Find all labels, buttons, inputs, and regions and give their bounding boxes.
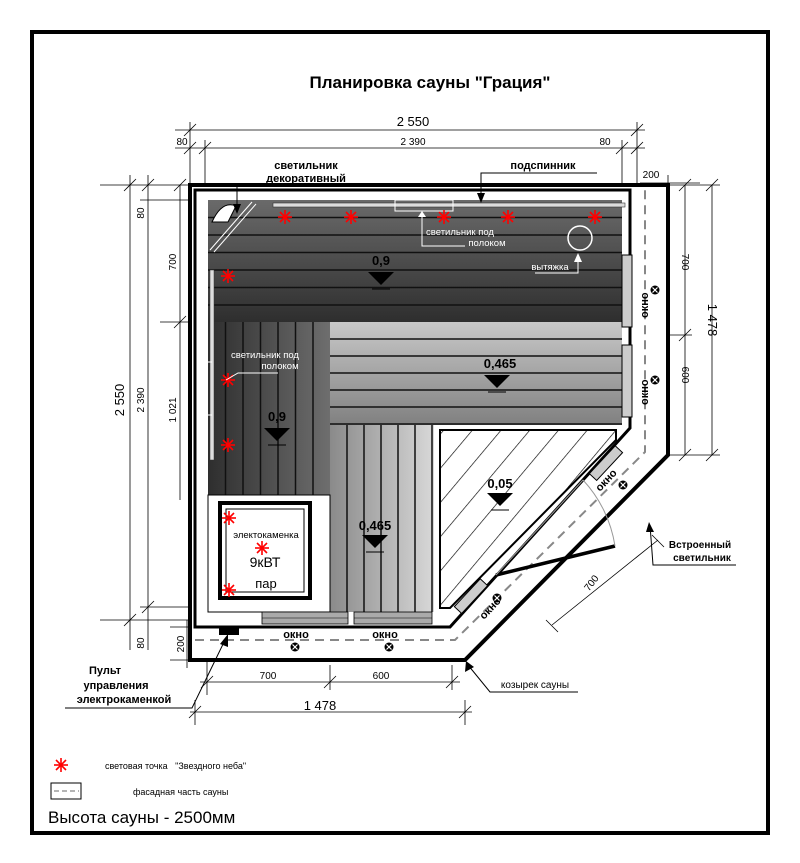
- exhaust-icon: [567, 225, 593, 251]
- dim-bottom-window-2: 600: [373, 671, 390, 682]
- left-dimensions: 2 550 2 390 80 80 700 1 021: [100, 175, 208, 650]
- label-builtin-lamp-1: Встроенный: [669, 540, 731, 551]
- label-builtin-lamp-2: светильник: [673, 553, 732, 564]
- dim-bottom-total: 1 478: [304, 698, 337, 713]
- door-swing-arc: [582, 479, 616, 547]
- window-right-1: [621, 254, 633, 328]
- bottom-dimensions: 200 700 600 1 478: [170, 620, 472, 725]
- level-middle: 0,465: [484, 356, 517, 371]
- window-diag-2: [453, 578, 489, 615]
- facade-dashed-line: [195, 190, 646, 641]
- label-window-right-2: окно: [639, 379, 651, 405]
- label-control-1: Пульт: [89, 665, 122, 677]
- window-marker-icon: [617, 479, 629, 491]
- dim-left-lower-bench: 1 021: [168, 397, 179, 422]
- label-control-3: электрокаменкой: [77, 694, 171, 706]
- window-marker-icon: [491, 592, 503, 604]
- dim-right-total: 1 478: [705, 304, 720, 337]
- level-floor: 0,05: [487, 476, 512, 491]
- window-marker-icon: [649, 284, 661, 296]
- control-panel: [219, 626, 239, 635]
- dim-left-top-offset: 80: [136, 207, 147, 219]
- top-bench: [208, 200, 622, 322]
- label-window-bottom-1: окно: [283, 629, 309, 641]
- dim-left-inner: 2 390: [136, 387, 147, 412]
- dim-door-width: 700: [583, 573, 602, 593]
- label-backrest: подспинник: [510, 160, 576, 172]
- dim-left-total: 2 550: [112, 384, 127, 417]
- level-lower: 0,465: [359, 518, 392, 533]
- label-heater: электокаменка: [233, 530, 299, 541]
- label-heater-power: 9кВТ: [250, 554, 281, 570]
- top-dimensions: 2 550 80 2 390 80: [175, 114, 645, 185]
- window-marker-icon: [383, 641, 395, 653]
- door-leaf: [495, 544, 616, 577]
- label-window-bottom-2: окно: [372, 629, 398, 641]
- dim-left-bottom-offset: 80: [136, 637, 147, 649]
- dim-left-upper-bench: 700: [168, 253, 179, 270]
- left-bench: [208, 322, 330, 495]
- sauna-height-note: Высота сауны - 2500мм: [48, 808, 235, 827]
- dim-top-left-offset: 80: [176, 137, 188, 148]
- dim-top-total: 2 550: [397, 114, 430, 129]
- dim-bottom-facade: 200: [176, 635, 187, 652]
- drawing-frame: [30, 30, 770, 835]
- dim-top-right-offset: 80: [599, 137, 611, 148]
- legend-facade-text: фасадная часть сауны: [133, 787, 228, 797]
- middle-bench: [330, 322, 622, 425]
- label-decor-lamp-1: светильник: [274, 160, 338, 172]
- window-diag-1: [588, 445, 624, 482]
- label-control-2: управления: [83, 680, 148, 692]
- label-exhaust: вытяжка: [531, 262, 569, 273]
- level-top: 0,9: [372, 253, 390, 268]
- label-window-right-1: окно: [639, 292, 651, 318]
- right-dimensions: 200 700 600 1 478: [640, 170, 720, 462]
- plan-title: Планировка сауны "Грация": [310, 73, 551, 92]
- label-canopy: козырек сауны: [501, 680, 569, 691]
- level-left: 0,9: [268, 409, 286, 424]
- dim-right-window-1: 700: [679, 254, 690, 271]
- dim-bottom-window-1: 700: [260, 671, 277, 682]
- dim-top-inner: 2 390: [400, 137, 425, 148]
- legend-star-icon: [53, 757, 69, 773]
- label-lamp-under-shelf-top-2: полоком: [468, 238, 505, 249]
- backrest-bar: [272, 202, 626, 208]
- legend-star-text: световая точка "Звездного неба": [105, 761, 246, 771]
- dim-right-window-2: 600: [679, 367, 690, 384]
- window-marker-icon: [289, 641, 301, 653]
- label-lamp-under-shelf-left-2: полоком: [261, 361, 298, 372]
- label-heater-type: пар: [255, 576, 277, 591]
- label-lamp-under-shelf-top-1: светильник под: [426, 227, 494, 238]
- window-marker-icon: [649, 374, 661, 386]
- label-lamp-under-shelf-left-1: светильник под: [231, 350, 299, 361]
- label-decor-lamp-2: декоративный: [266, 173, 346, 185]
- lower-bench: [330, 425, 434, 612]
- dim-right-facade: 200: [643, 170, 660, 181]
- window-right-2: [621, 344, 633, 418]
